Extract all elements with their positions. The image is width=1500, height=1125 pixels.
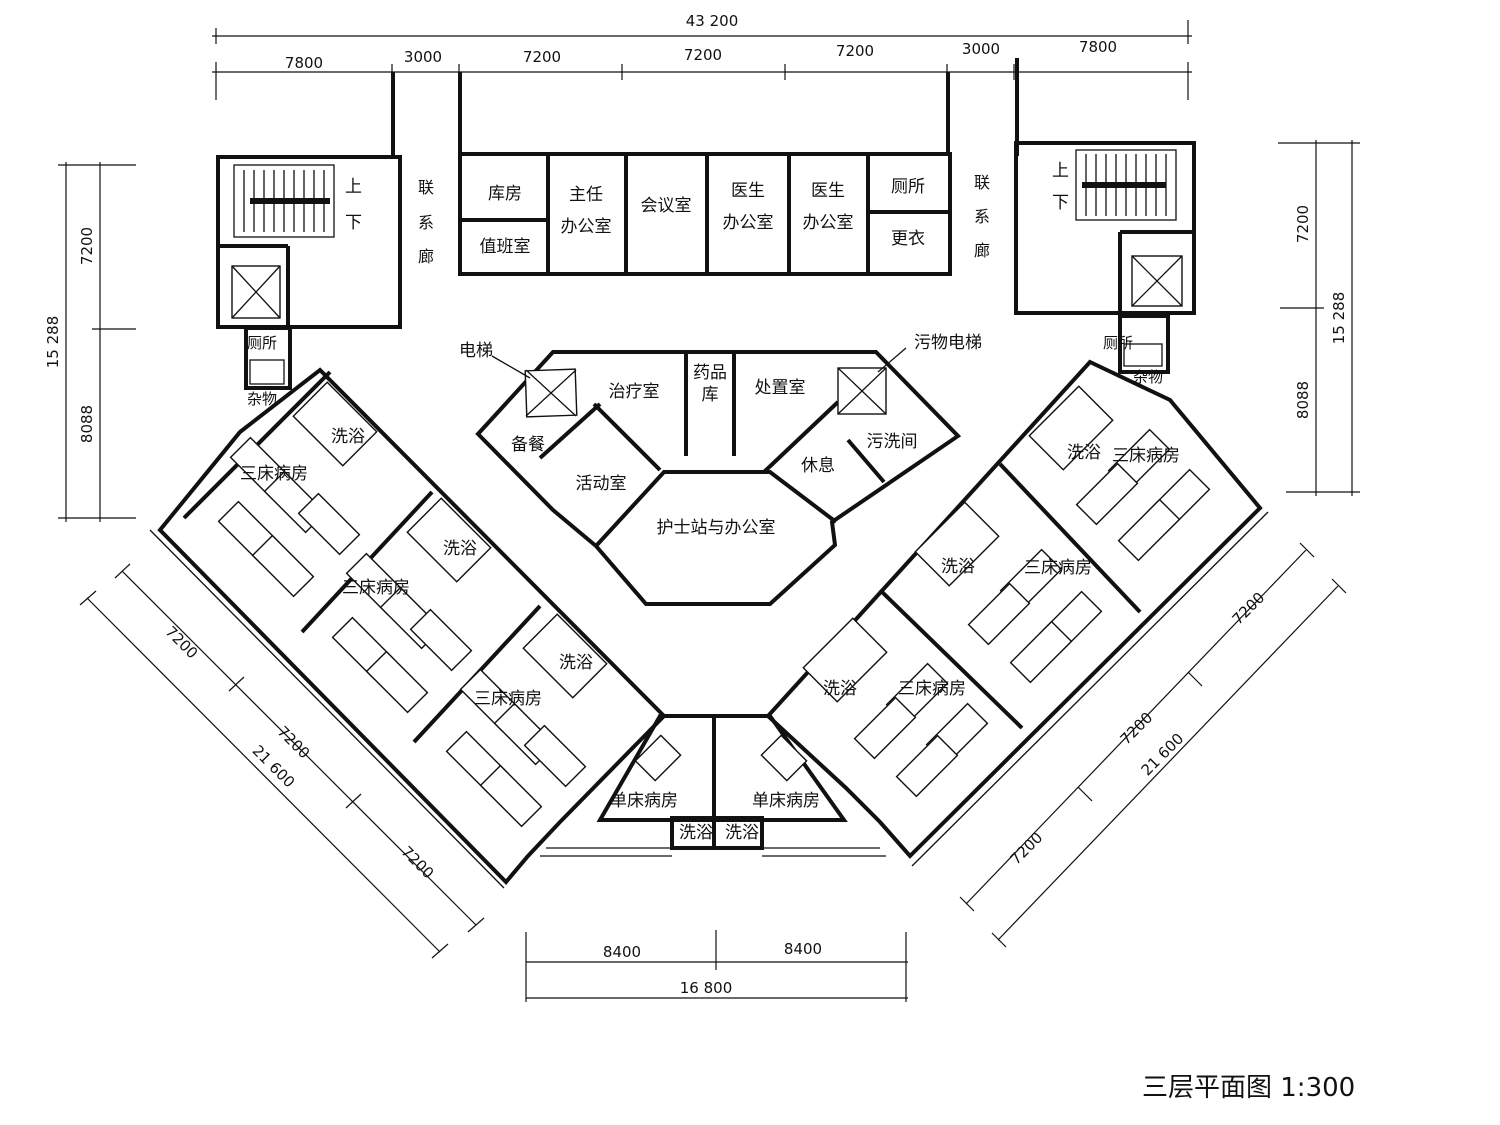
dim-se-seg2: 7200	[1117, 709, 1157, 749]
room-doctor-b-1: 医生	[811, 181, 845, 201]
room-activity: 活动室	[576, 474, 627, 494]
stair-up-left: 上	[345, 177, 362, 197]
ward-left-1: 三床病房	[240, 464, 308, 484]
dim-top-seg-6: 3000	[962, 40, 1000, 58]
bath-right-3: 洗浴	[823, 679, 857, 699]
dim-top-total: 43 200	[686, 12, 739, 30]
room-doctor-a-1: 医生	[731, 181, 765, 201]
dim-left-lower: 8088	[78, 405, 96, 443]
corridor-right-2: 系	[974, 207, 990, 226]
label-dirty-elevator: 污物电梯	[914, 333, 982, 353]
stair-treads-left	[243, 170, 330, 232]
room-pantry: 备餐	[511, 435, 545, 455]
top-block: 上 下 联 系 廊 库房 值班室 主任 办公室 会议室 医生 办公室 医生 办公…	[216, 58, 1196, 408]
dim-sw-seg3: 7200	[398, 843, 438, 883]
dim-sw-seg1: 7200	[162, 623, 202, 663]
ward-left-3: 三床病房	[474, 689, 542, 709]
ward-right-3: 三床病房	[898, 679, 966, 699]
bath-right-1: 洗浴	[1067, 443, 1101, 463]
right-wing-outline	[765, 359, 1263, 859]
drawing-caption: 三层平面图 1:300	[1142, 1073, 1355, 1103]
corridor-right-1: 联	[974, 173, 990, 192]
bath-single-left: 洗浴	[679, 823, 713, 843]
dim-top-seg-4: 7200	[684, 46, 722, 64]
room-storage-right: 杂物	[1133, 368, 1163, 386]
room-duty: 值班室	[480, 237, 531, 257]
dim-right-lower: 8088	[1294, 381, 1312, 419]
dim-left-total: 15 288	[44, 316, 62, 369]
dim-right-upper: 7200	[1294, 205, 1312, 243]
bath-left-2: 洗浴	[443, 539, 477, 559]
corridor-right-3: 廊	[974, 241, 990, 260]
dim-bottom-left: 8400	[603, 943, 641, 961]
ward-right-1: 三床病房	[1112, 446, 1180, 466]
beds-right	[853, 428, 1211, 798]
dim-top-seg-1: 7800	[285, 54, 323, 72]
stair-up-right: 上	[1052, 161, 1069, 181]
left-wing: 三床病房 三床病房 三床病房 洗浴 洗浴 洗浴	[149, 367, 667, 889]
bath-single-right: 洗浴	[725, 823, 759, 843]
dim-left-upper: 7200	[78, 227, 96, 265]
room-storeroom: 库房	[488, 184, 522, 204]
stair-down-left: 下	[345, 213, 362, 233]
room-doctor-b-2: 办公室	[803, 213, 854, 233]
right-wing: 三床病房 三床病房 三床病房 洗浴 洗浴 洗浴	[765, 359, 1269, 867]
room-pharmacy-1: 药品	[693, 363, 727, 383]
stair-treads-right	[1082, 154, 1167, 216]
ward-left-2: 三床病房	[342, 578, 410, 598]
single-left: 单床病房	[610, 791, 678, 811]
dim-top-seg-5: 7200	[836, 42, 874, 60]
beds-left	[217, 436, 587, 828]
ward-right-2: 三床病房	[1024, 558, 1092, 578]
bath-left-1: 洗浴	[331, 427, 365, 447]
left-wing-outline	[157, 367, 667, 885]
stair-down-right: 下	[1052, 193, 1069, 213]
room-director-1: 主任	[569, 185, 603, 205]
dim-se-total: 21 600	[1138, 730, 1188, 780]
service-core: 治疗室 药品 库 处置室 备餐 活动室 休息 污洗间 护士站与办公室 电梯 污物…	[459, 333, 982, 606]
dim-right-total: 15 288	[1330, 292, 1348, 345]
left-stair-block	[216, 155, 402, 329]
room-doctor-a-2: 办公室	[723, 213, 774, 233]
corridor-left-2: 系	[418, 213, 434, 232]
room-treatment: 治疗室	[609, 382, 660, 402]
single-right: 单床病房	[752, 791, 820, 811]
right-stair-block	[1014, 141, 1196, 315]
room-nurse-station: 护士站与办公室	[657, 518, 776, 538]
room-director-2: 办公室	[561, 217, 612, 237]
room-meeting: 会议室	[641, 196, 692, 216]
dim-top-seg-2: 3000	[404, 48, 442, 66]
dim-bottom-total: 16 800	[680, 979, 733, 997]
room-pharmacy-2: 库	[702, 385, 719, 405]
office-row	[458, 152, 952, 276]
room-toilet-top: 厕所	[891, 177, 925, 197]
dim-se-seg3: 7200	[1229, 589, 1269, 629]
dim-top-seg-3: 7200	[523, 48, 561, 66]
room-storage-left: 杂物	[247, 390, 277, 408]
room-toilet-right: 厕所	[1103, 334, 1133, 352]
corridor-left-1: 联	[418, 178, 434, 197]
label-elevator: 电梯	[459, 341, 493, 361]
bath-left-3: 洗浴	[559, 653, 593, 673]
bath-right-2: 洗浴	[941, 557, 975, 577]
corridor-left-3: 廊	[418, 247, 434, 266]
room-toilet-left: 厕所	[247, 334, 277, 352]
room-disposal: 处置室	[755, 378, 806, 398]
room-changing: 更衣	[891, 229, 925, 249]
bottom-single-rooms: 单床病房 单床病房 洗浴 洗浴	[540, 714, 886, 857]
dim-bottom-right: 8400	[784, 940, 822, 958]
dim-top-seg-7: 7800	[1079, 38, 1117, 56]
room-washroom: 污洗间	[867, 432, 918, 452]
dim-se-seg1: 7200	[1007, 829, 1047, 869]
core-outline	[475, 350, 962, 606]
room-rest: 休息	[801, 456, 835, 476]
